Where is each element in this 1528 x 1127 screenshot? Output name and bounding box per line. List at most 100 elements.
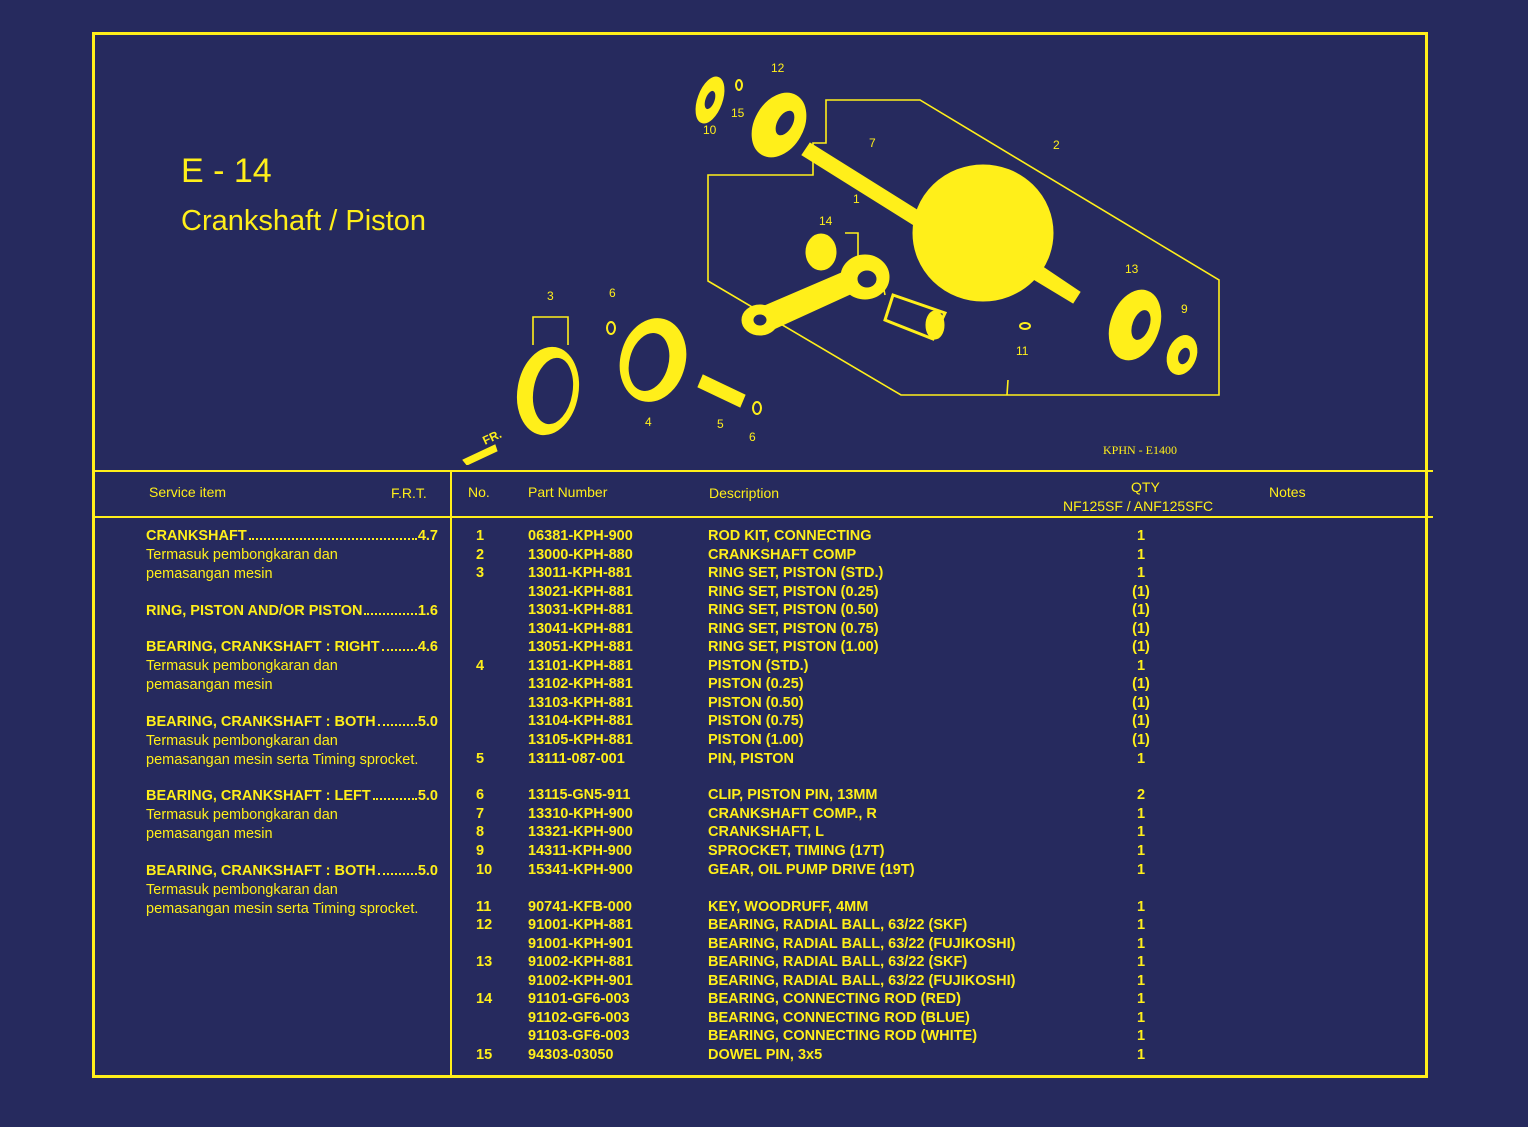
part-description: SPROCKET, TIMING (17T) [708,843,885,859]
service-item-note: Termasuk pembongkaran dan [146,547,338,563]
part-number: 13310-KPH-900 [528,806,633,822]
service-item-frt: 5.0 [417,863,438,879]
callout-labels: 1 2 3 4 5 6 6 7 8 9 10 11 12 13 14 15 [547,61,1188,444]
callout-8: 8 [1039,235,1046,249]
part-description: GEAR, OIL PUMP DRIVE (19T) [708,862,915,878]
crankshaft-outline [707,99,1220,396]
header-notes: Notes [1269,484,1306,500]
table-top-rule [95,470,1433,472]
part-number: 13103-KPH-881 [528,695,633,711]
part-qty: 1 [1136,528,1146,544]
callout-7: 7 [869,136,876,150]
part-number: 91102-GF6-003 [528,1010,630,1026]
front-arrow-icon [462,444,498,465]
part-qty: 1 [1136,917,1146,933]
service-item-note: Termasuk pembongkaran dan [146,733,338,749]
part-qty: 1 [1136,1047,1146,1063]
part-qty: 1 [1136,1010,1146,1026]
callout-14: 14 [819,214,833,228]
part-description: BEARING, RADIAL BALL, 63/22 (SKF) [708,954,968,970]
header-service-item: Service item [149,484,227,500]
callout-11: 11 [1016,344,1029,358]
part-description: BEARING, CONNECTING ROD (RED) [708,991,961,1007]
ring-bracket [532,316,569,345]
part-description: BEARING, CONNECTING ROD (WHITE) [708,1028,978,1044]
part-description: CLIP, PISTON PIN, 13MM [708,787,878,803]
part-qty: 1 [1136,954,1146,970]
part-description: RING SET, PISTON (1.00) [708,639,879,655]
service-item-name: BEARING, CRANKSHAFT : BOTH [146,863,376,879]
crankshaft-left [1014,254,1081,304]
page-frame [92,32,1428,1078]
part-no: 12 [476,917,493,933]
service-item-note: Termasuk pembongkaran dan [146,658,338,674]
part-qty: 1 [1136,973,1146,989]
part-number: 91002-KPH-881 [528,954,633,970]
part-qty: 1 [1136,824,1146,840]
service-item-note: Termasuk pembongkaran dan [146,882,338,898]
service-item-note: pemasangan mesin [146,826,273,842]
part-qty: 2 [1136,787,1146,803]
piston-pin [697,374,746,408]
service-item-name: CRANKSHAFT [146,528,247,544]
crank-web [912,164,1054,302]
front-label: FR. [480,427,503,448]
part-description: DOWEL PIN, 3x5 [708,1047,823,1063]
callout-10: 10 [703,123,717,137]
part-number: 13031-KPH-881 [528,602,633,618]
part-qty: (1) [1132,713,1150,729]
diagram-code: KPHN - E1400 [1103,443,1177,457]
part-description: RING SET, PISTON (STD.) [708,565,884,581]
service-item: BEARING, CRANKSHAFT : BOTH 5.0 Termasuk p… [146,862,438,919]
part-description: BEARING, RADIAL BALL, 63/22 (FUJIKOSHI) [708,936,1016,952]
callout-12: 12 [771,61,785,75]
part-qty: (1) [1132,602,1150,618]
part-description: PISTON (0.75) [708,713,804,729]
part-qty: 1 [1136,936,1146,952]
woodruff-key [1019,322,1031,330]
service-item-name: BEARING, CRANKSHAFT : BOTH [146,714,376,730]
service-item-frt: 1.6 [417,603,438,619]
part-number: 13000-KPH-880 [528,547,633,563]
part-no: 3 [476,565,485,581]
part-no: 13 [476,954,493,970]
service-item-frt: 4.6 [417,639,438,655]
service-item-frt: 4.7 [417,528,438,544]
part-qty: 1 [1136,658,1146,674]
part-qty: 1 [1136,565,1146,581]
callout-4: 4 [645,415,652,429]
page-title: Crankshaft / Piston [181,205,426,237]
part-no: 15 [476,1047,493,1063]
part-number: 14311-KPH-900 [528,843,632,859]
part-number: 91001-KPH-881 [528,917,633,933]
part-no: 11 [476,899,492,915]
callout-3: 3 [547,289,554,303]
part-number: 13104-KPH-881 [528,713,633,729]
service-item-note: pemasangan mesin [146,677,273,693]
part-description: CRANKSHAFT COMP., R [708,806,877,822]
callout-6: 6 [609,286,616,300]
part-no: 4 [476,658,485,674]
header-description: Description [709,485,780,501]
part-qty: 1 [1136,899,1146,915]
part-qty: 1 [1136,991,1146,1007]
table-divider [450,471,452,1078]
part-number: 91103-GF6-003 [528,1028,630,1044]
callout-1: 1 [853,192,860,206]
callout-5: 5 [717,417,724,431]
service-item-frt: 5.0 [417,788,438,804]
service-item-note: pemasangan mesin [146,566,273,582]
part-qty: (1) [1132,732,1150,748]
part-number: 15341-KPH-900 [528,862,633,878]
part-no: 8 [476,824,485,840]
part-no: 9 [476,843,485,859]
sleeve-end [925,310,945,340]
part-number: 13102-KPH-881 [528,676,633,692]
part-no: 1 [476,528,485,544]
dowel-pin [735,79,743,91]
part-number: 13321-KPH-900 [528,824,633,840]
part-number: 13041-KPH-881 [528,621,633,637]
